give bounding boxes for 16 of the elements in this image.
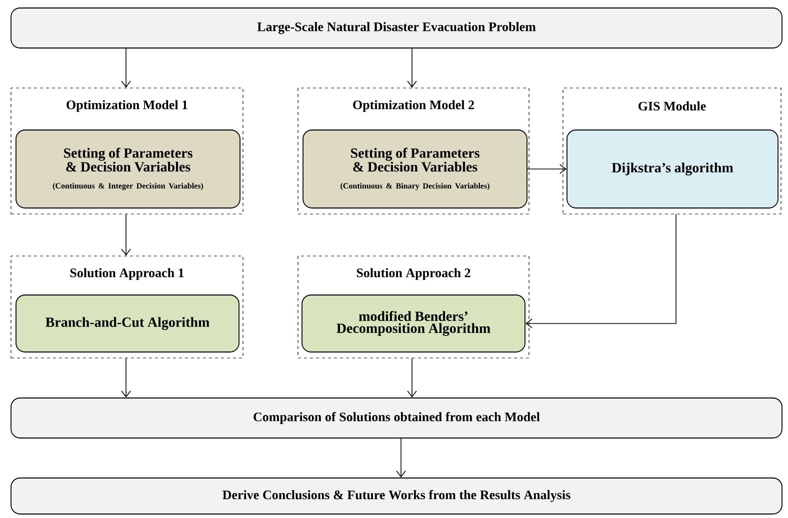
arrow [396, 438, 406, 478]
process-box: Setting of Parameters & Decision Variables (Continuous & Binary Decision Variables) [302, 130, 528, 208]
process-box: Branch-and-Cut Algorithm [16, 294, 240, 352]
process-box: Dijkstra’s algorithm [566, 130, 778, 208]
process-box: Derive Conclusions & Future Works from the Results Analysis [10, 478, 782, 514]
arrow [525, 214, 676, 328]
arrow [121, 214, 131, 256]
arrow [121, 48, 131, 88]
process-box: modified Benders’ Decomposition Algorithm [302, 294, 526, 352]
arrow [407, 48, 417, 88]
arrow [407, 358, 417, 398]
process-box: Setting of Parameters & Decision Variables (Continuous & Integer Decision Variables) [16, 130, 240, 208]
arrow [121, 358, 131, 398]
process-box: Large-Scale Natural Disaster Evacuation Problem [10, 8, 782, 48]
process-box: Comparison of Solutions obtained from each Model [10, 398, 782, 438]
arrow [527, 164, 567, 174]
